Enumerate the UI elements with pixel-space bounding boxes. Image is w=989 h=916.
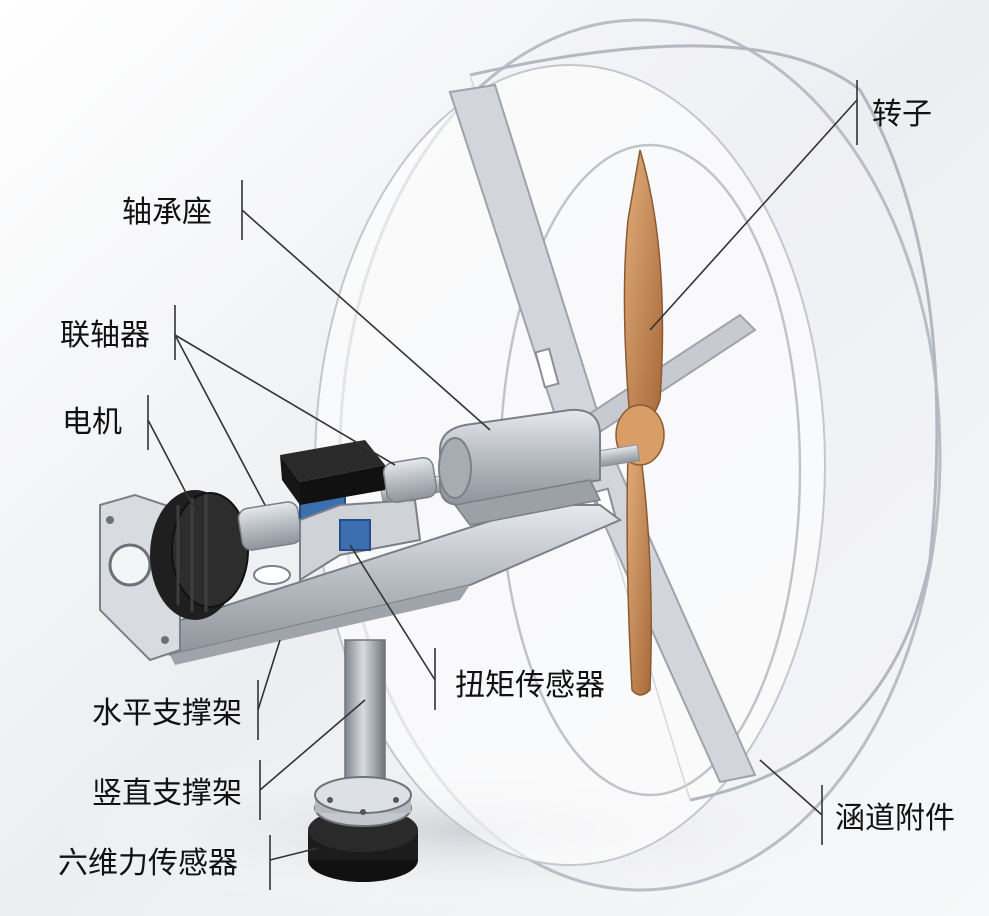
label-vertical-support: 竖直支撑架 xyxy=(92,776,242,811)
leader-lines xyxy=(147,80,858,890)
label-motor: 电机 xyxy=(62,405,122,440)
label-torque-sensor: 扭矩传感器 xyxy=(455,668,605,703)
six-axis-force-sensor xyxy=(308,776,418,882)
bearing-seat xyxy=(438,408,602,526)
coupling-left xyxy=(237,501,303,551)
label-horizontal-support: 水平支撑架 xyxy=(92,696,242,731)
torque-sensor xyxy=(280,440,422,582)
label-six-axis-sensor: 六维力传感器 xyxy=(58,846,238,881)
coupling-right xyxy=(382,457,438,503)
label-coupling: 联轴器 xyxy=(60,318,150,353)
label-duct-attachment: 涵道附件 xyxy=(835,801,955,836)
propeller xyxy=(615,149,665,696)
motor xyxy=(150,490,249,620)
label-rotor: 转子 xyxy=(872,97,932,132)
label-bearing-seat: 轴承座 xyxy=(122,195,212,230)
